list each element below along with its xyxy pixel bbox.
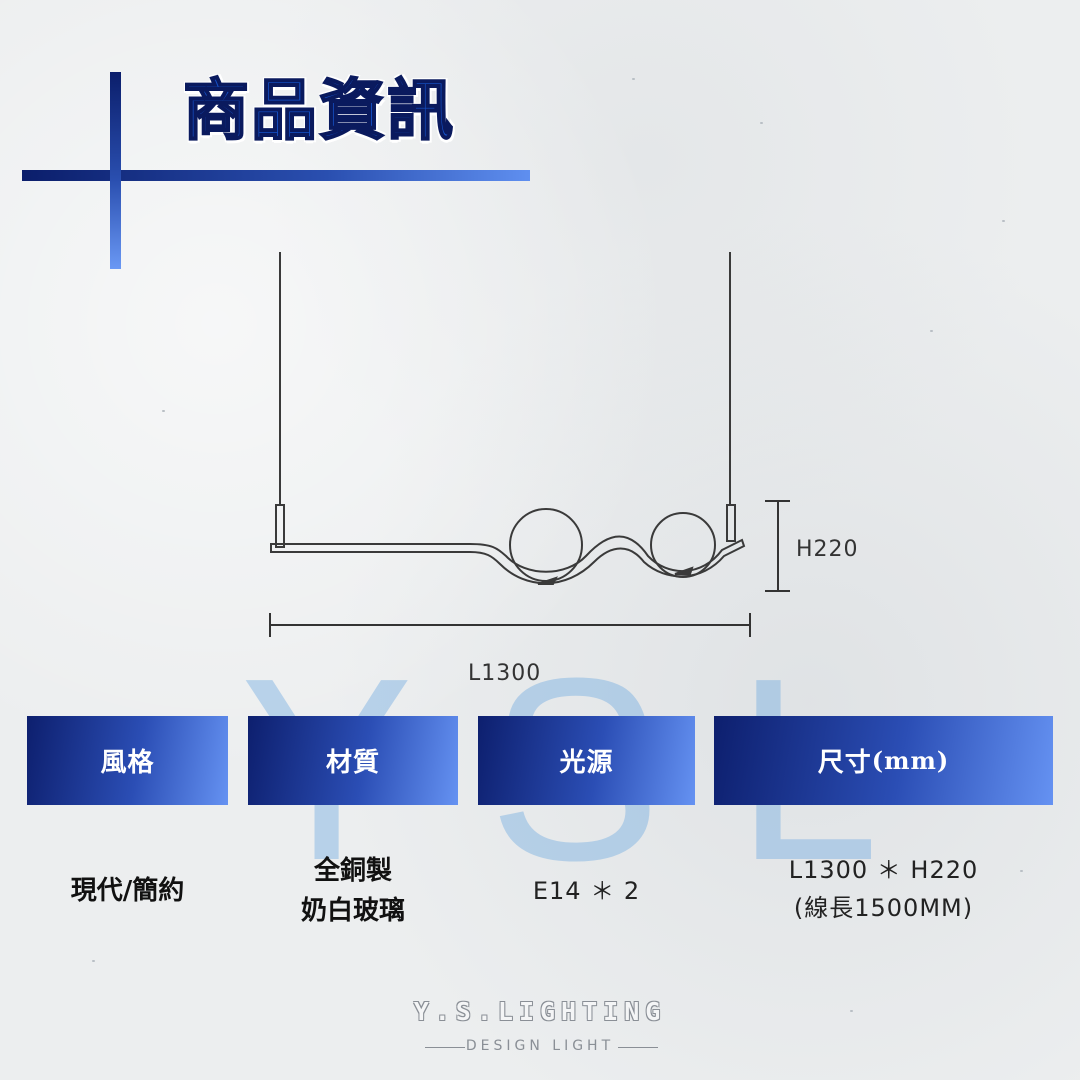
- spec-header-style: 風格: [27, 716, 228, 805]
- spec-value-light-source-line: E14 ＊ 2: [532, 877, 641, 905]
- spec-value-material-line: 全銅製: [313, 856, 392, 886]
- spec-header-size-label: 尺寸: [817, 748, 872, 778]
- texture-speck: [930, 330, 933, 332]
- spec-header-size: 尺寸(mm): [714, 716, 1053, 805]
- texture-speck: [162, 410, 165, 412]
- height-dimension: [765, 500, 790, 592]
- glass-globe-small: [650, 512, 716, 578]
- texture-speck: [1020, 870, 1023, 872]
- brand-name: Y.S.LIGHTING: [413, 997, 667, 1026]
- brand-rule-right: [618, 1047, 658, 1048]
- spec-header-material: 材質: [248, 716, 458, 805]
- socket-small: [674, 566, 694, 575]
- header-horizontal-bar: [22, 170, 530, 181]
- height-label: H220: [796, 537, 859, 562]
- right-end-cap: [726, 504, 736, 542]
- spec-value-style-line: 現代/簡約: [70, 876, 185, 906]
- brand-tagline: DESIGN LIGHT: [465, 1038, 615, 1054]
- wave-arm: [270, 535, 746, 585]
- spec-value-size-line: L1300 ＊ H220: [788, 856, 979, 884]
- spec-header-style-label: 風格: [100, 748, 155, 778]
- spec-value-light-source: E14 ＊ 2: [478, 872, 695, 910]
- spec-header-size-unit: (mm): [871, 746, 950, 775]
- texture-speck: [850, 1010, 853, 1012]
- spec-value-style: 現代/簡約: [27, 871, 228, 911]
- page-title: 商品資訊: [182, 72, 455, 149]
- pendant-lamp-outline: [270, 252, 746, 585]
- spec-value-material: 全銅製 奶白玻璃: [248, 851, 458, 931]
- header-vertical-bar: [110, 72, 121, 269]
- spec-header-light-source: 光源: [478, 716, 695, 805]
- socket-large: [537, 576, 558, 585]
- texture-speck: [92, 960, 95, 962]
- length-dimension: [269, 613, 751, 637]
- length-label: L1300: [468, 661, 541, 686]
- glass-globe-large: [509, 508, 583, 582]
- spec-value-size-line: (線長1500MM): [793, 894, 974, 922]
- texture-speck: [632, 78, 635, 80]
- texture-speck: [760, 122, 763, 124]
- spec-header-material-label: 材質: [325, 748, 380, 778]
- spec-value-size: L1300 ＊ H220 (線長1500MM): [714, 851, 1053, 927]
- spec-value-material-line: 奶白玻璃: [300, 896, 405, 926]
- left-end-cap: [275, 504, 285, 548]
- spec-header-light-source-label: 光源: [559, 748, 614, 778]
- brand-rule-left: [425, 1047, 465, 1048]
- product-dimension-drawing: H220 L1300: [269, 252, 859, 686]
- texture-speck: [1002, 220, 1005, 222]
